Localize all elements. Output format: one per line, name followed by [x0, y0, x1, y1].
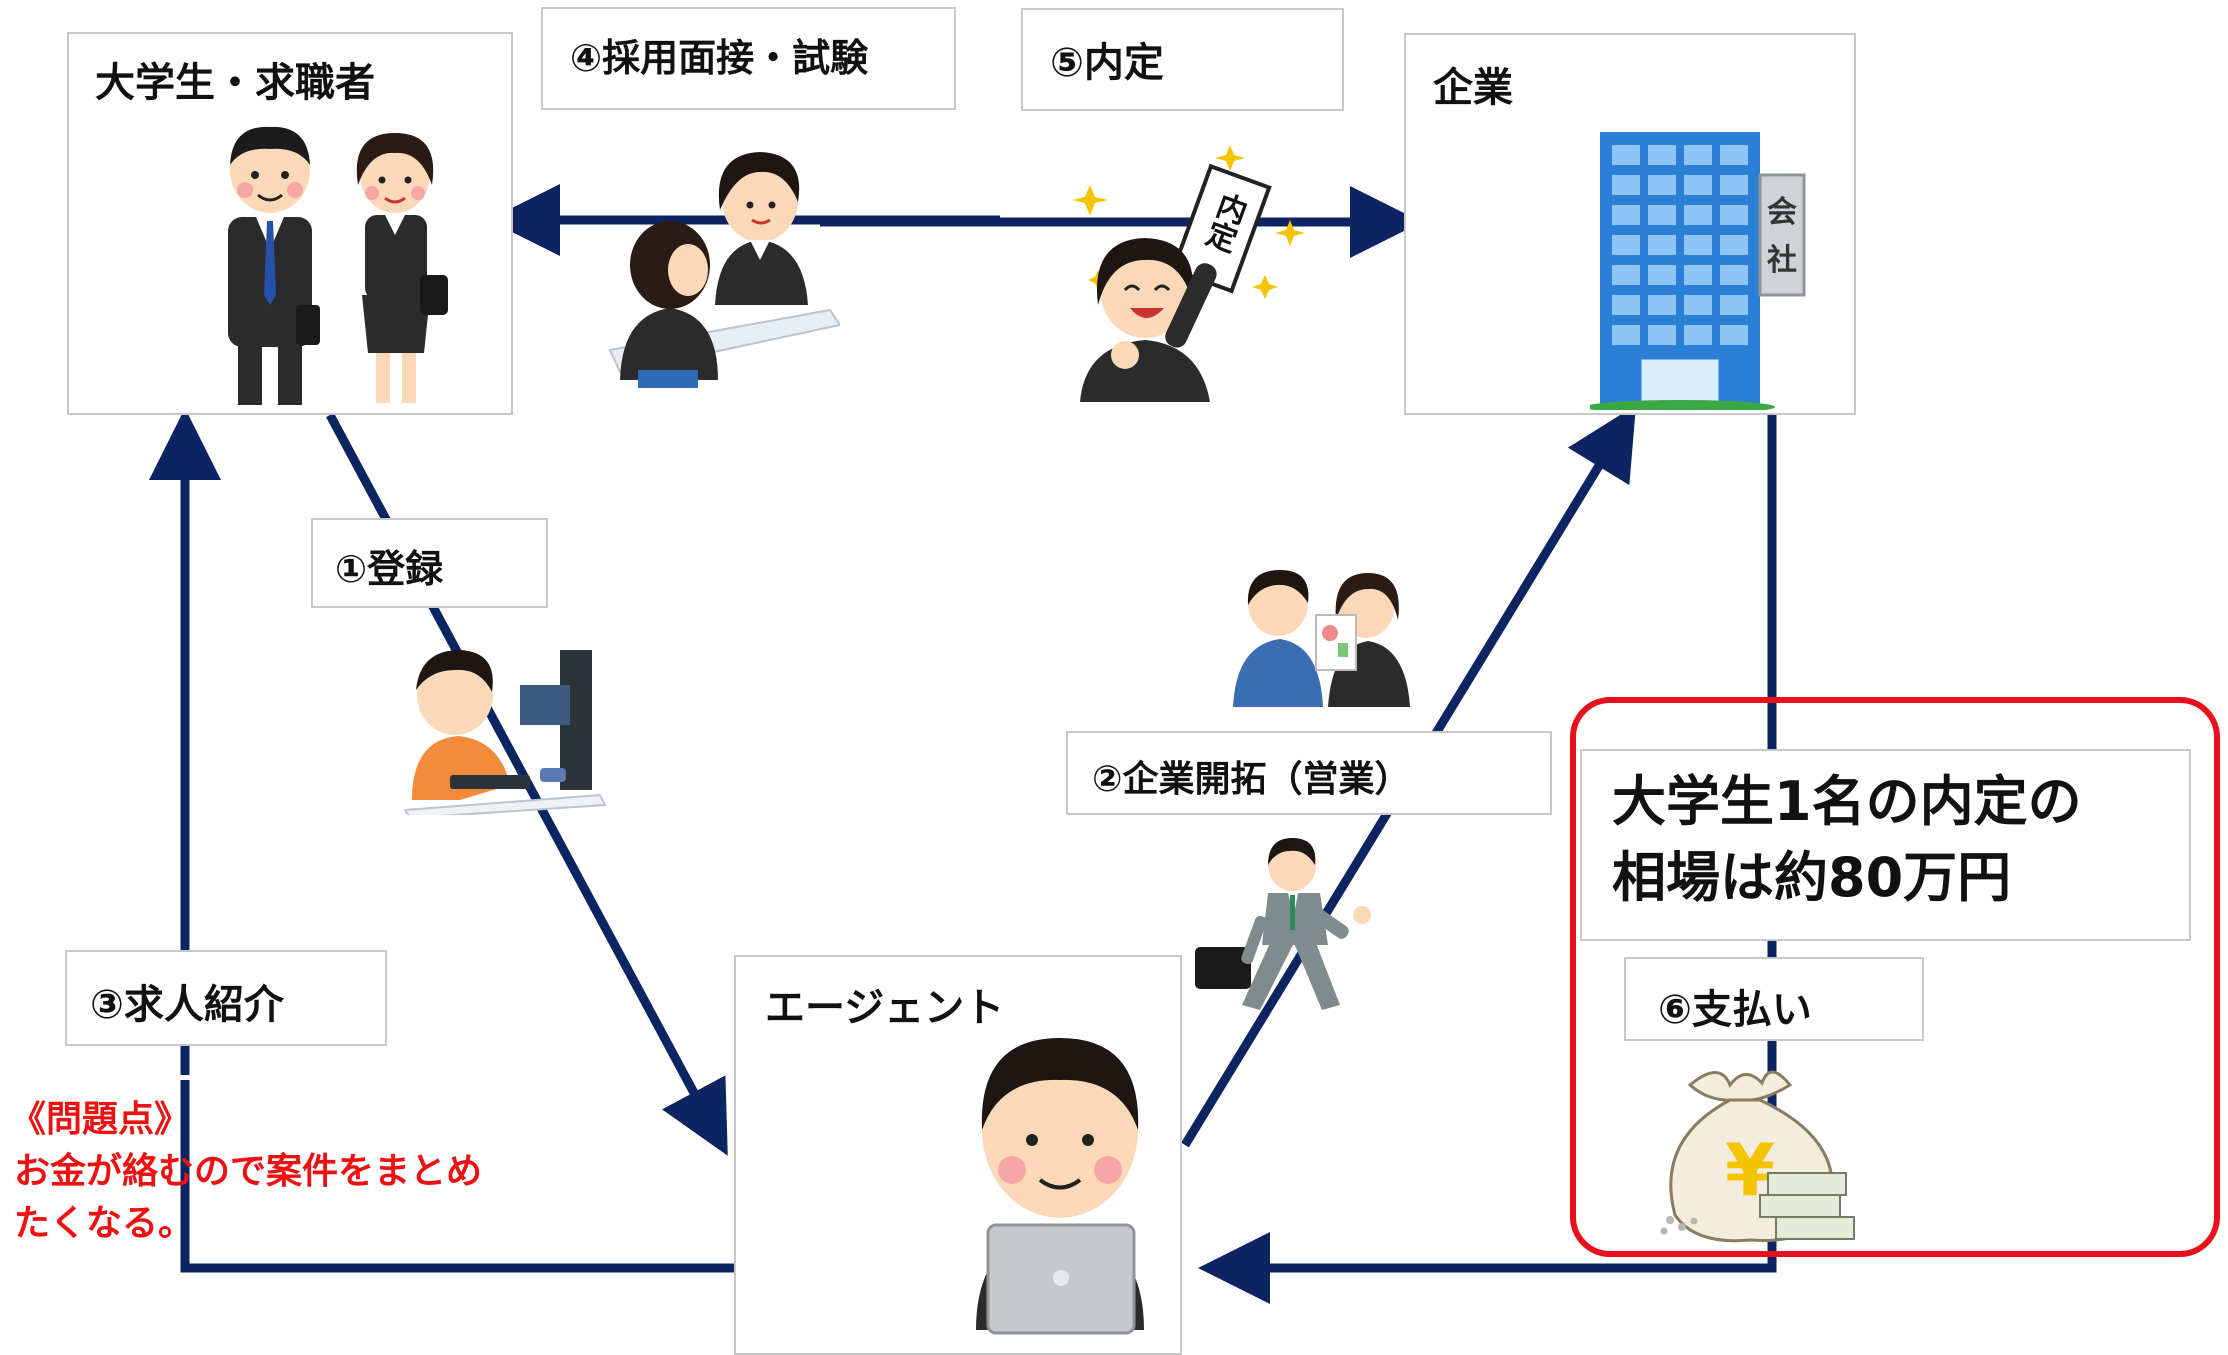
price-line2: 相場は約80万円 [1612, 846, 2012, 909]
agent-label: エージェント [765, 985, 1005, 1031]
step-introduce-label: ③求人紹介 [90, 982, 284, 1028]
step-register-box [311, 518, 548, 608]
note-line2: たくなる。 [14, 1203, 195, 1244]
registration-illustration [403, 650, 607, 815]
interview-illustration [608, 152, 840, 388]
price-box [1580, 749, 2191, 941]
step-interview-label: ④採用面接・試験 [570, 36, 869, 80]
price-line1: 大学生1名の内定の [1612, 770, 2082, 833]
step-offer-box [1021, 8, 1344, 111]
price-highlight [1570, 697, 2220, 1257]
company-sign-1: 会 [1767, 195, 1797, 230]
step-introduce-box [65, 950, 387, 1046]
company-label: 企業 [1433, 65, 1513, 111]
step-interview-box [541, 7, 956, 110]
students-illustration [228, 126, 448, 405]
arrow-introduce [180, 1080, 745, 1273]
step-payment-box [1624, 957, 1924, 1041]
step-offer-label: ⑤内定 [1050, 40, 1164, 86]
company-sign-2: 社 [1767, 243, 1797, 278]
salesman-illustration [1195, 837, 1371, 1010]
student-label: 大学生・求職者 [95, 60, 375, 106]
sales-meeting-illustration [1233, 570, 1410, 707]
note-title: 《問題点》 [10, 1099, 191, 1140]
step-sales-box [1066, 731, 1552, 815]
note-line1: お金が絡むので案件をまとめ [14, 1151, 483, 1192]
money-bag-icon: ¥ [1660, 1070, 1855, 1243]
building-icon: 会 社 [1590, 132, 1806, 410]
offer-illustration: 内定 [1072, 145, 1305, 402]
step-payment-label: ⑥支払い [1658, 987, 1812, 1033]
step-register-label: ①登録 [335, 547, 444, 591]
agent-illustration [976, 1038, 1144, 1335]
step-sales-label: ②企業開拓（営業） [1092, 759, 1411, 800]
